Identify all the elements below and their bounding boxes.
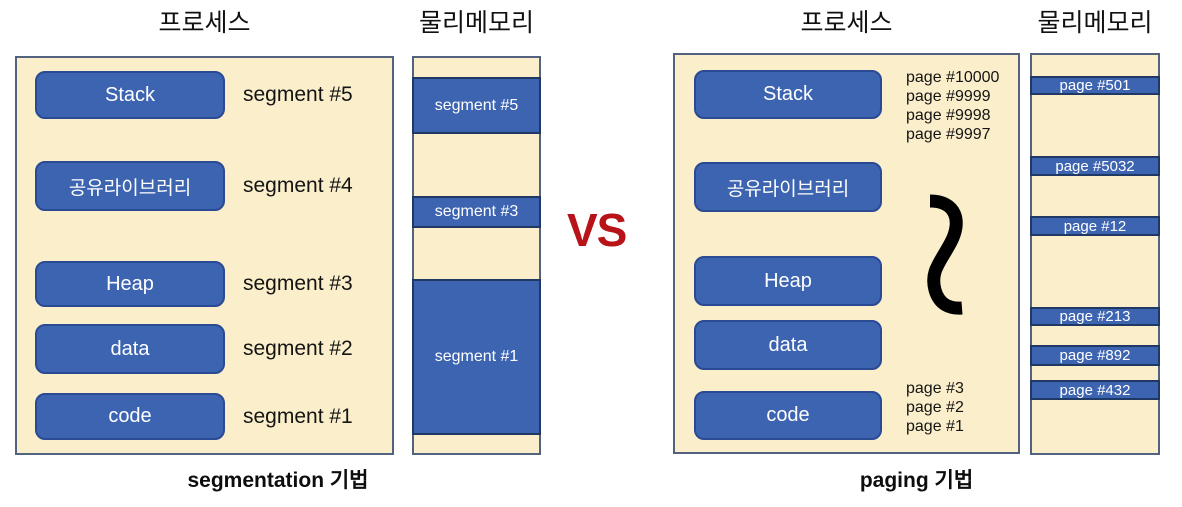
segment-annotation-3: segment #3 [243, 272, 353, 295]
page-block-code: code [694, 391, 882, 440]
page-number: page #3 [906, 380, 964, 397]
segment-annotation-5: segment #5 [243, 83, 353, 106]
segment-block-heap: Heap [35, 261, 225, 307]
memory-row-segment-1: segment #1 [412, 279, 541, 435]
segment-annotation-1: segment #1 [243, 404, 353, 428]
ellipsis-squiggle-icon [927, 194, 963, 315]
paging-process-title: 프로세스 [800, 9, 893, 37]
memory-row-page-892: page #892 [1030, 345, 1160, 366]
page-block-heap: Heap [694, 256, 882, 306]
stack-page-numbers: page #10000 page #9999 page #9998 page #… [906, 68, 999, 144]
paging-caption: paging 기법 [859, 469, 974, 492]
paging-process-box: Stack page #10000 page #9999 page #9998 … [673, 53, 1020, 454]
page-number: page #1 [906, 418, 964, 435]
segmentation-memory-column: segment #5 segment #3 segment #1 [412, 56, 541, 455]
segment-annotation-2: segment #2 [243, 337, 353, 360]
memory-row-page-12: page #12 [1030, 216, 1160, 236]
page-number: page #9998 [906, 107, 991, 124]
segmentation-memory-title: 물리메모리 [418, 9, 534, 37]
segmentation-process-box: Stack segment #5 공유라이브러리 segment #4 Heap… [15, 56, 394, 455]
segment-block-stack: Stack [35, 71, 225, 119]
segmentation-caption: segmentation 기법 [187, 469, 369, 492]
page-block-stack: Stack [694, 70, 882, 119]
vs-label: VS [567, 204, 627, 256]
code-page-numbers: page #3 page #2 page #1 [906, 379, 964, 436]
memory-row-segment-5: segment #5 [412, 77, 541, 134]
paging-memory-column: page #501 page #5032 page #12 page #213 … [1030, 53, 1160, 455]
page-block-data: data [694, 320, 882, 370]
page-block-shared-library: 공유라이브러리 [694, 162, 882, 212]
memory-row-segment-3: segment #3 [412, 196, 541, 228]
page-number: page #9997 [906, 126, 991, 143]
page-number: page #2 [906, 399, 964, 416]
memory-row-page-5032: page #5032 [1030, 156, 1160, 176]
page-number: page #9999 [906, 88, 991, 105]
paging-memory-title: 물리메모리 [1037, 9, 1153, 37]
memory-row-page-213: page #213 [1030, 307, 1160, 326]
memory-row-page-501: page #501 [1030, 76, 1160, 95]
page-number: page #10000 [906, 69, 1000, 86]
segment-block-data: data [35, 324, 225, 374]
segment-block-shared-library: 공유라이브러리 [35, 161, 225, 211]
segmentation-process-title: 프로세스 [158, 9, 251, 37]
segment-annotation-4: segment #4 [243, 174, 353, 197]
segment-block-code: code [35, 393, 225, 440]
memory-row-page-432: page #432 [1030, 380, 1160, 400]
